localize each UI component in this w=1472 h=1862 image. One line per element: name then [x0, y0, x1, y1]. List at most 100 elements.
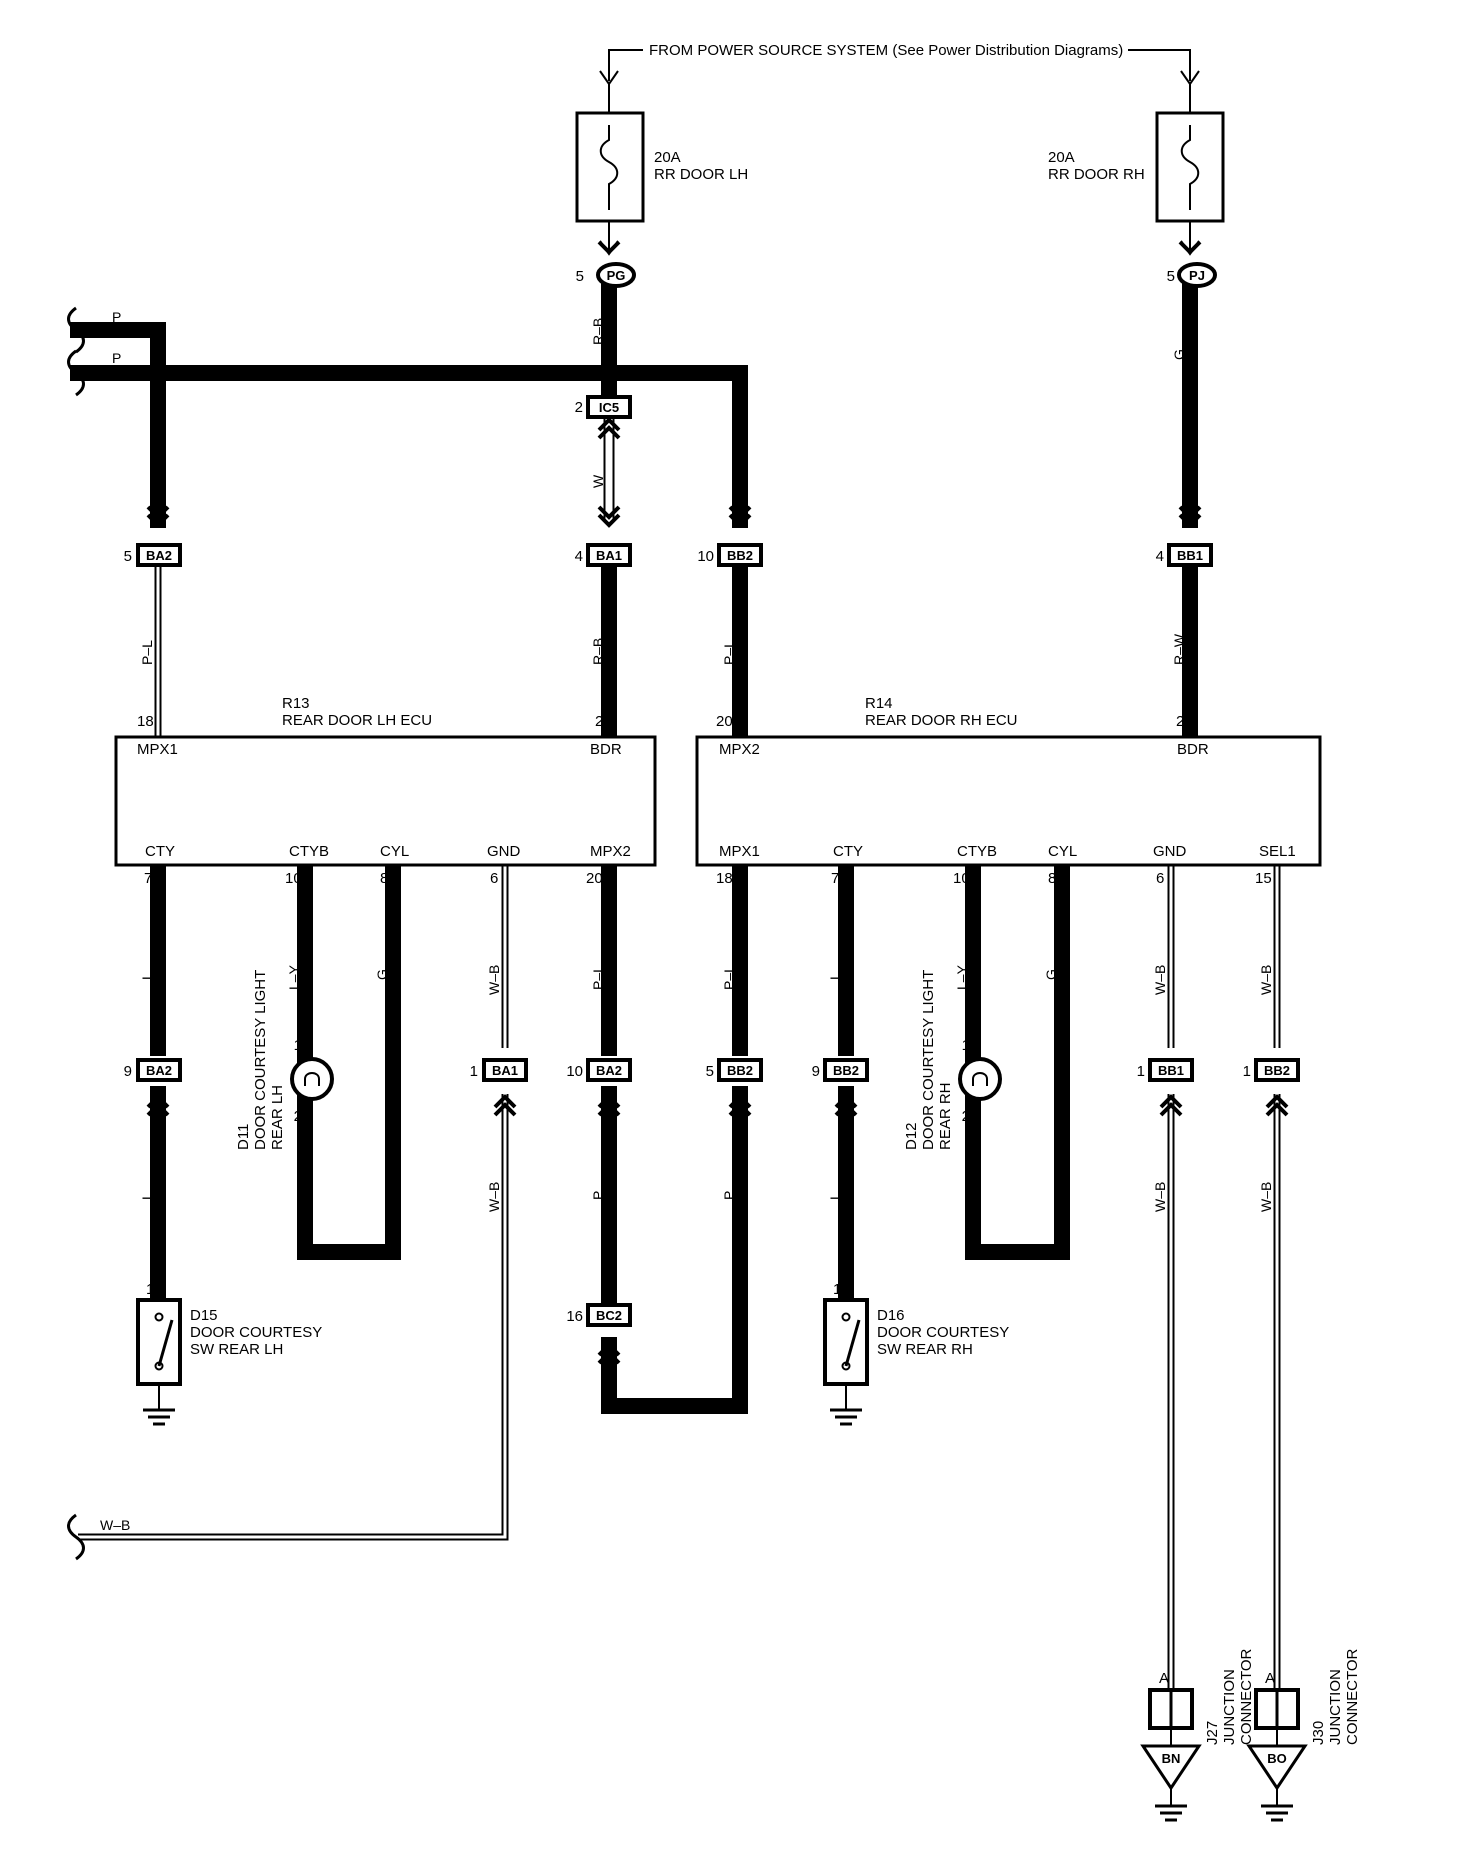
svg-text:L–Y: L–Y	[286, 964, 302, 990]
connector-bb1-top: BB1 4	[1156, 543, 1213, 567]
connector-pj: PJ 5	[1167, 262, 1217, 288]
svg-text:BO: BO	[1267, 1751, 1287, 1766]
svg-text:G: G	[1043, 969, 1059, 980]
svg-text:REAR RH: REAR RH	[937, 1082, 954, 1150]
svg-text:BA1: BA1	[492, 1063, 518, 1078]
connector-row-top: BA2 5 BA1 4 BB2 10 BB1 4	[124, 543, 1213, 567]
svg-text:CTYB: CTYB	[957, 843, 997, 860]
svg-text:BA2: BA2	[596, 1063, 622, 1078]
svg-text:REAR LH: REAR LH	[269, 1085, 286, 1150]
svg-text:DOOR COURTESY LIGHT: DOOR COURTESY LIGHT	[920, 970, 937, 1150]
svg-text:20A: 20A	[654, 149, 681, 166]
svg-text:IC5: IC5	[599, 400, 619, 415]
svg-text:CYL: CYL	[380, 843, 409, 860]
svg-text:BB2: BB2	[833, 1063, 859, 1078]
connector-ba1-gnd: BA1 1	[470, 1058, 528, 1082]
svg-text:P–L: P–L	[721, 640, 737, 665]
svg-text:10: 10	[953, 870, 970, 887]
ecu-r14: R14 REAR DOOR RH ECU 20 2 MPX2 BDR MPX1 …	[695, 695, 1322, 887]
svg-text:1: 1	[1137, 1063, 1145, 1080]
svg-text:JUNCTION: JUNCTION	[1221, 1669, 1238, 1745]
fuse-rr-door-lh: 20A RR DOOR LH	[575, 84, 748, 256]
svg-text:18: 18	[137, 713, 154, 730]
svg-text:MPX1: MPX1	[137, 741, 178, 758]
svg-text:BA2: BA2	[146, 1063, 172, 1078]
ecu-r13: R13 REAR DOOR LH ECU 18 2 MPX1 BDR CTY C…	[114, 695, 657, 887]
svg-text:1: 1	[146, 1281, 154, 1298]
svg-text:1: 1	[470, 1063, 478, 1080]
switch-d16: 1 D16 DOOR COURTESY SW REAR RH	[823, 1281, 1009, 1426]
connector-ba2-top: BA2 5	[124, 543, 182, 567]
connector-arrows	[146, 240, 1289, 1365]
svg-text:2: 2	[1176, 713, 1184, 730]
svg-text:6: 6	[1156, 870, 1164, 887]
svg-text:W–B: W–B	[1258, 1182, 1274, 1212]
wire-break-symbols	[67, 306, 85, 1561]
svg-text:P: P	[112, 350, 121, 366]
svg-text:9: 9	[812, 1063, 820, 1080]
lamp-d12: 1 2 D12 DOOR COURTESY LIGHT REAR RH	[903, 970, 1002, 1150]
svg-text:4: 4	[1156, 548, 1164, 565]
connector-row-bottom: BA2 9 BA1 1 BA2 10 BB2 5 BB2 9 BB1 1	[124, 1058, 1300, 1327]
connector-ba1-top: BA1 4	[575, 543, 632, 567]
svg-text:W–B: W–B	[1258, 965, 1274, 995]
svg-text:9: 9	[124, 1063, 132, 1080]
connector-pg: PG 5	[576, 262, 636, 288]
svg-text:2: 2	[575, 399, 583, 416]
svg-text:P–L: P–L	[139, 640, 155, 665]
svg-text:20: 20	[716, 713, 733, 730]
connector-ba2-mpx2: BA2 10	[566, 1058, 632, 1082]
svg-text:1: 1	[962, 1037, 970, 1054]
svg-text:L: L	[827, 972, 843, 980]
connector-bb2-sel1: BB2 1	[1243, 1058, 1300, 1082]
connector-ba2-cty: BA2 9	[124, 1058, 182, 1082]
svg-text:MPX1: MPX1	[719, 843, 760, 860]
fuse-icon	[599, 125, 619, 210]
power-source-feed: FROM POWER SOURCE SYSTEM (See Power Dist…	[599, 42, 1200, 86]
svg-text:2: 2	[962, 1108, 970, 1125]
svg-text:W–B: W–B	[486, 965, 502, 995]
svg-text:D15: D15	[190, 1307, 218, 1324]
svg-text:L: L	[139, 972, 155, 980]
svg-text:RR DOOR LH: RR DOOR LH	[654, 166, 748, 183]
svg-text:8: 8	[1048, 870, 1056, 887]
switch-d15: 1 D15 DOOR COURTESY SW REAR LH	[136, 1281, 322, 1426]
svg-text:P: P	[721, 1191, 737, 1200]
svg-text:P: P	[112, 309, 121, 325]
svg-text:R–B: R–B	[590, 638, 606, 665]
svg-text:SW REAR RH: SW REAR RH	[877, 1341, 973, 1358]
switch-icon	[844, 1319, 861, 1367]
svg-text:SW REAR LH: SW REAR LH	[190, 1341, 283, 1358]
svg-text:L: L	[139, 1192, 155, 1200]
svg-text:BB2: BB2	[727, 1063, 753, 1078]
junction-j27: A BN J27 JUNCTION CONNECTOR	[1140, 1648, 1255, 1822]
svg-text:20: 20	[586, 870, 603, 887]
svg-text:CONNECTOR: CONNECTOR	[1344, 1648, 1361, 1745]
svg-text:A: A	[1159, 1670, 1169, 1687]
svg-text:2: 2	[595, 713, 603, 730]
svg-text:W–B: W–B	[486, 1182, 502, 1212]
svg-text:18: 18	[716, 870, 733, 887]
svg-text:5: 5	[1167, 268, 1175, 285]
svg-text:BB2: BB2	[727, 548, 753, 563]
svg-text:L: L	[827, 1192, 843, 1200]
svg-text:PG: PG	[607, 268, 626, 283]
connector-bb1-gnd: BB1 1	[1137, 1058, 1194, 1082]
svg-text:W–B: W–B	[1152, 1182, 1168, 1212]
power-source-label: FROM POWER SOURCE SYSTEM (See Power Dist…	[649, 42, 1123, 59]
svg-text:7: 7	[831, 870, 839, 887]
svg-text:D16: D16	[877, 1307, 905, 1324]
svg-text:10: 10	[285, 870, 302, 887]
svg-text:GND: GND	[487, 843, 521, 860]
svg-text:MPX2: MPX2	[719, 741, 760, 758]
svg-text:8: 8	[380, 870, 388, 887]
svg-text:MPX2: MPX2	[590, 843, 631, 860]
svg-text:20A: 20A	[1048, 149, 1075, 166]
svg-text:GND: GND	[1153, 843, 1187, 860]
svg-text:5: 5	[576, 268, 584, 285]
svg-text:DOOR COURTESY LIGHT: DOOR COURTESY LIGHT	[252, 970, 269, 1150]
svg-text:R–W: R–W	[1171, 633, 1187, 665]
fuse-icon	[1180, 125, 1200, 210]
svg-text:4: 4	[575, 548, 583, 565]
svg-text:RR DOOR RH: RR DOOR RH	[1048, 166, 1145, 183]
